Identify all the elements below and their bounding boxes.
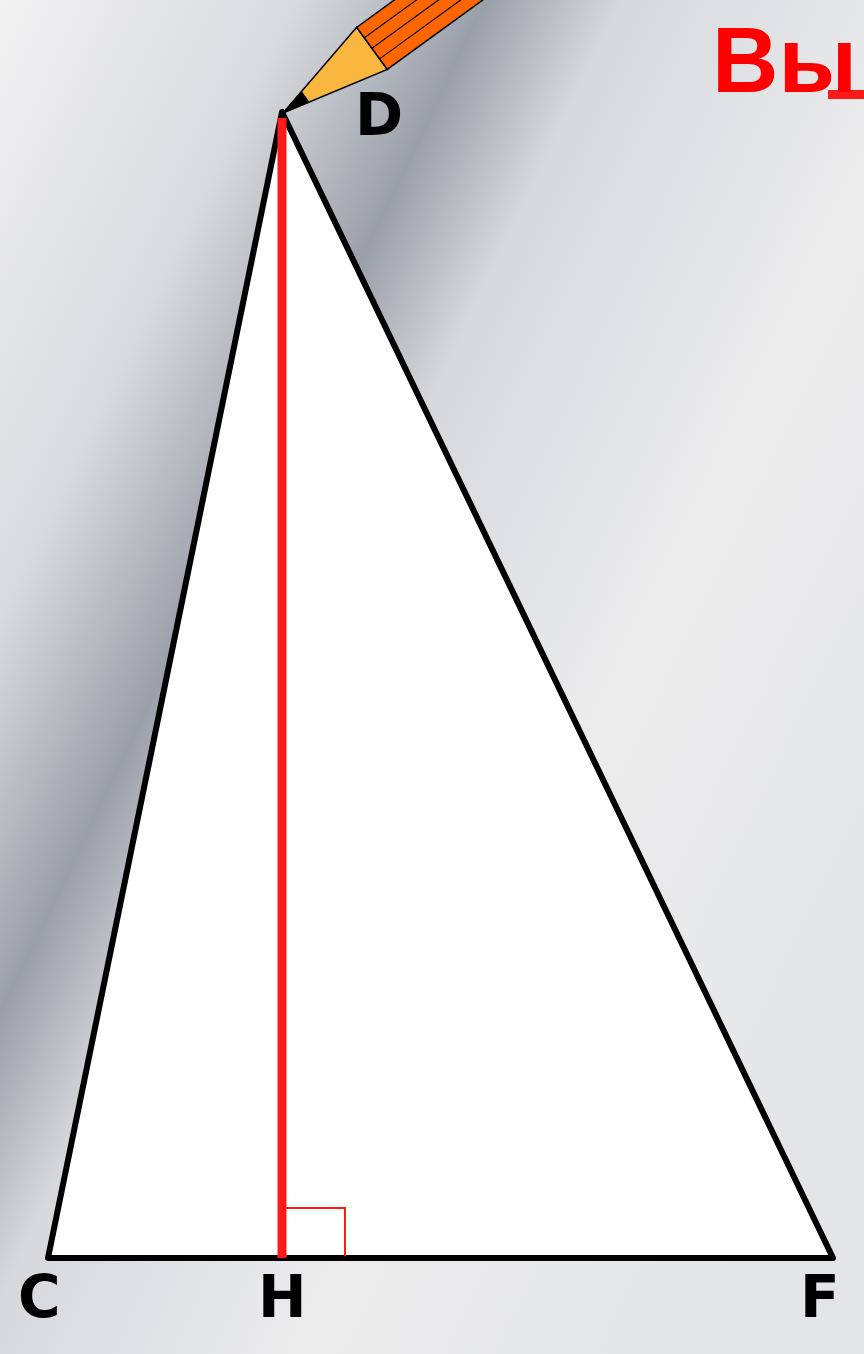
vertex-label: F	[800, 1268, 840, 1326]
foot-label: H	[258, 1268, 307, 1326]
right-angle-mark	[286, 1208, 345, 1256]
triangle	[48, 112, 833, 1258]
vertex-label: C	[18, 1268, 61, 1326]
altitude	[278, 118, 287, 1258]
vertex-label: D	[355, 86, 403, 144]
heading-text: Вы	[712, 14, 857, 106]
